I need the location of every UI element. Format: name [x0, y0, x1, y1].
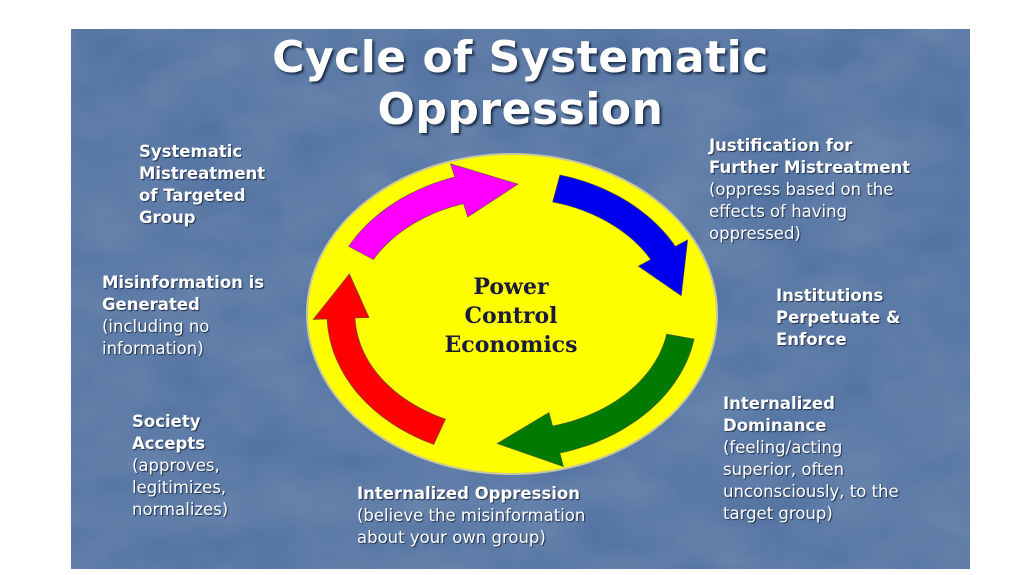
title-line-1: Cycle of Systematic [272, 32, 769, 83]
stage-detail: (believe the misinformation about your o… [357, 506, 586, 547]
stage-detail: (oppress based on the effects of having … [709, 180, 894, 243]
arrow-red [312, 273, 447, 445]
center-word-power: Power [473, 274, 549, 300]
center-circle [306, 153, 718, 475]
center-word-control: Control [464, 303, 558, 329]
arrow-magenta [348, 163, 519, 260]
stage-internalized-dominance: Internalized Dominance (feeling/acting s… [723, 393, 899, 525]
stage-detail: (including no information) [102, 317, 210, 358]
title-line-2: Oppression [377, 84, 664, 135]
stage-detail: (approves, legitimizes, normalizes) [132, 456, 229, 519]
slide: Cycle of Systematic Oppression Power Con… [71, 29, 970, 569]
stage-title: Systematic Mistreatment of Targeted Grou… [139, 142, 266, 227]
stage-justification: Justification for Further Mistreatment (… [709, 135, 910, 245]
arrow-green [496, 333, 695, 468]
cycle-diagram [306, 153, 718, 475]
stage-detail: (feeling/acting superior, often unconsci… [723, 438, 899, 523]
stage-title: Internalized Dominance [723, 394, 835, 435]
stage-institutions: Institutions Perpetuate & Enforce [776, 285, 900, 351]
center-word-economics: Economics [444, 332, 578, 358]
stage-title: Institutions Perpetuate & Enforce [776, 286, 901, 349]
stage-misinformation: Misinformation is Generated (including n… [102, 272, 264, 360]
stage-internalized-oppression: Internalized Oppression (believe the mis… [357, 483, 585, 549]
stage-title: Misinformation is Generated [102, 273, 265, 314]
stage-systematic-mistreatment: Systematic Mistreatment of Targeted Grou… [139, 141, 265, 229]
stage-title: Justification for Further Mistreatment [709, 136, 911, 177]
stage-title: Society Accepts [132, 412, 206, 453]
stage-title: Internalized Oppression [357, 484, 580, 503]
stage-society-accepts: Society Accepts (approves, legitimizes, … [132, 411, 228, 521]
arrow-blue [552, 174, 689, 297]
